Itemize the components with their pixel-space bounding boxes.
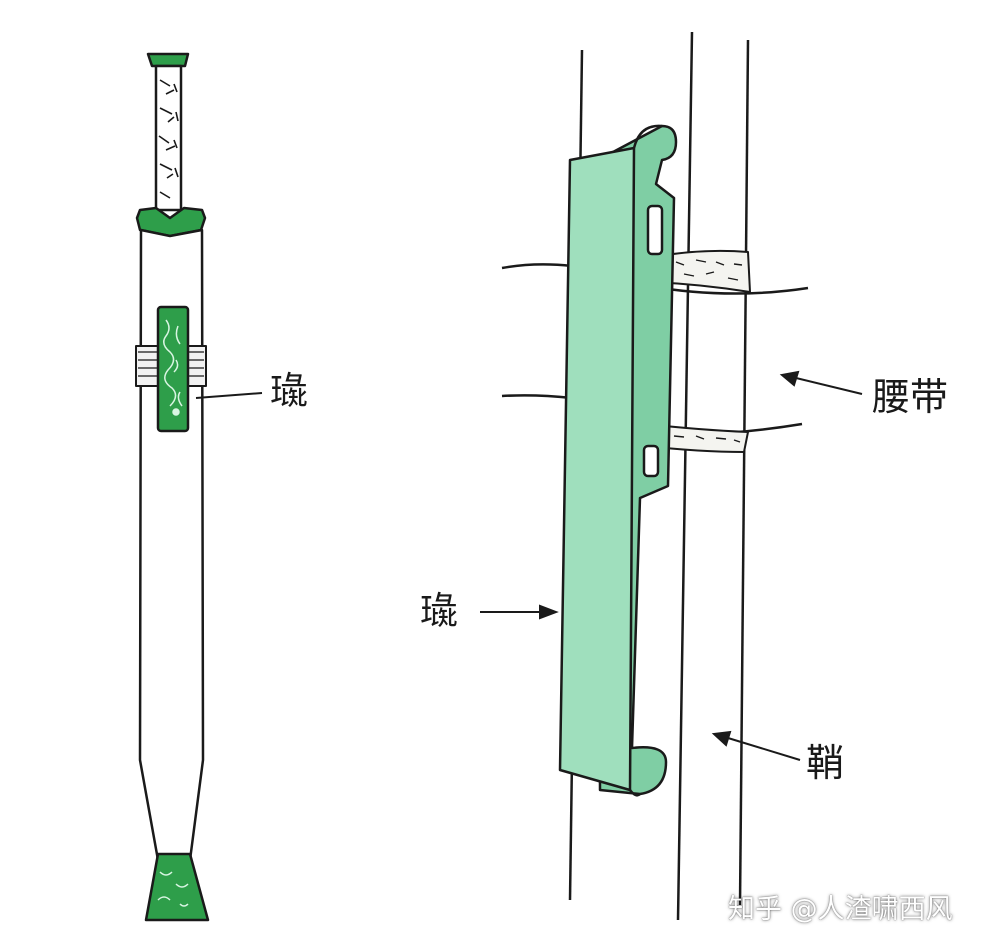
label-zhi-right: 璏 (420, 589, 459, 633)
arrow-qiao-head (711, 730, 732, 747)
detail-arrows (480, 370, 863, 761)
chape-pattern (157, 871, 189, 907)
grip-wrap-marks (158, 79, 179, 199)
scabbard-line-2 (676, 31, 694, 921)
arrow-yaodai-head (779, 370, 800, 387)
belt-cloth-lower (645, 423, 749, 453)
detail-illustration (501, 31, 809, 921)
jade-hook-top (632, 124, 663, 149)
jade-hook-bottom (629, 789, 641, 797)
jade-slide-front (558, 146, 636, 792)
belt-lower-left (501, 394, 573, 400)
jade-slot-lower (642, 444, 660, 478)
arrow-yaodai-line (795, 377, 863, 395)
label-zhi-left: 璏 (270, 369, 309, 413)
label-qiao: 鞘 (806, 741, 845, 785)
jade-slide-pattern (163, 319, 183, 416)
scabbard-line-3 (738, 39, 750, 906)
belt-upper-left (501, 263, 573, 270)
label-yaodai: 腰带 (872, 375, 949, 419)
sword-grip (154, 64, 183, 212)
arrow-qiao-line (727, 737, 801, 761)
jade-slot-upper (646, 204, 664, 256)
sword-pommel (146, 52, 190, 68)
leader-zhi-left (195, 392, 263, 399)
sword-chape (144, 852, 210, 922)
sword-illustration (135, 52, 210, 922)
watermark: 知乎 @人渣啸西风 (728, 894, 953, 925)
arrow-zhi-right-head (539, 604, 559, 620)
